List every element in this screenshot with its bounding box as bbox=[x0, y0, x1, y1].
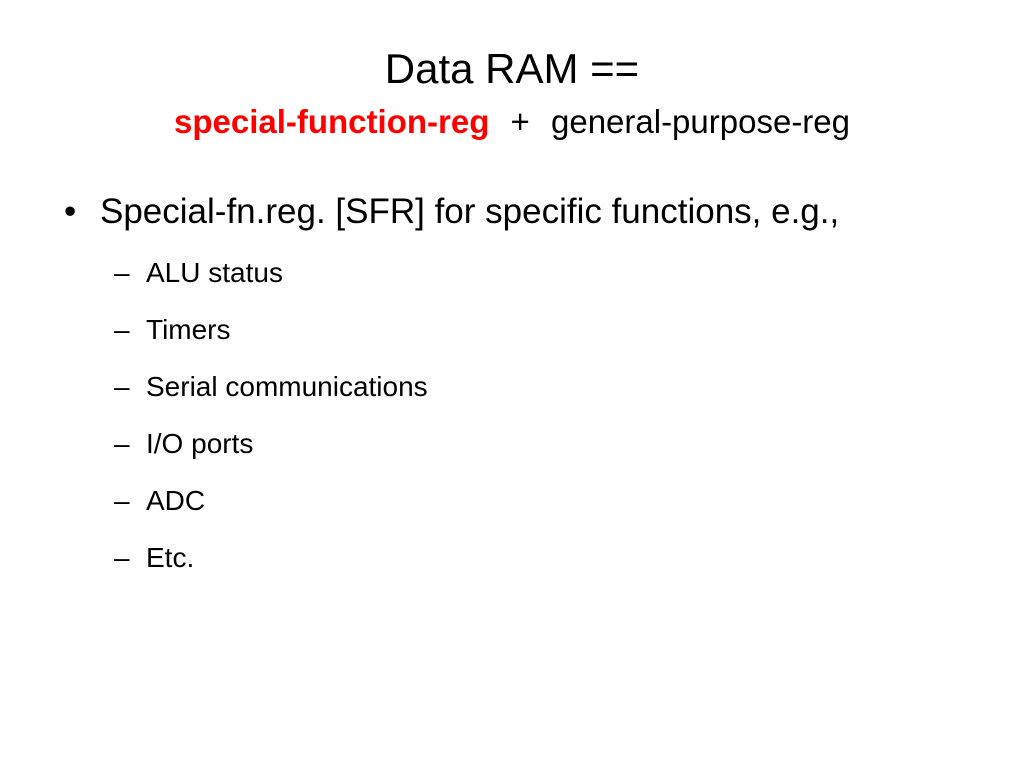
sub-bullet-item: – Etc. bbox=[114, 539, 938, 596]
sub-bullet-list: – ALU status – Timers – Serial communica… bbox=[58, 254, 938, 596]
sub-bullet-text: ADC bbox=[146, 485, 206, 516]
bullet-item: • Special-fn.reg. [SFR] for specific fun… bbox=[58, 188, 938, 236]
dash-icon: – bbox=[114, 257, 130, 288]
sub-bullet-item: – ADC bbox=[114, 482, 938, 539]
bullet-text: Special-fn.reg. [SFR] for specific funct… bbox=[100, 192, 840, 231]
sub-bullet-item: – ALU status bbox=[114, 254, 938, 311]
slide-content: • Special-fn.reg. [SFR] for specific fun… bbox=[58, 188, 938, 596]
slide-title: Data RAM == bbox=[384, 45, 640, 92]
gpr-term: general-purpose-reg bbox=[550, 103, 850, 140]
dash-icon: – bbox=[114, 485, 130, 516]
sub-bullet-item: – Timers bbox=[114, 311, 938, 368]
bullet-dot-icon: • bbox=[64, 192, 77, 231]
plus-sign: + bbox=[510, 103, 530, 140]
sub-bullet-text: I/O ports bbox=[146, 428, 254, 459]
dash-icon: – bbox=[114, 371, 130, 402]
dash-icon: – bbox=[114, 428, 130, 459]
sub-bullet-text: Serial communications bbox=[146, 371, 428, 402]
sub-bullet-item: – I/O ports bbox=[114, 425, 938, 482]
sub-bullet-text: Timers bbox=[146, 314, 231, 345]
sfr-term: special-function-reg bbox=[173, 103, 490, 140]
dash-icon: – bbox=[114, 314, 130, 345]
sub-bullet-text: ALU status bbox=[146, 257, 283, 288]
sub-bullet-item: – Serial communications bbox=[114, 368, 938, 425]
slide-subtitle: special-function-reg + general-purpose-r… bbox=[40, 98, 984, 146]
sub-bullet-text: Etc. bbox=[146, 542, 195, 573]
dash-icon: – bbox=[114, 542, 130, 573]
slide-title-block: Data RAM == special-function-reg + gener… bbox=[40, 40, 984, 146]
